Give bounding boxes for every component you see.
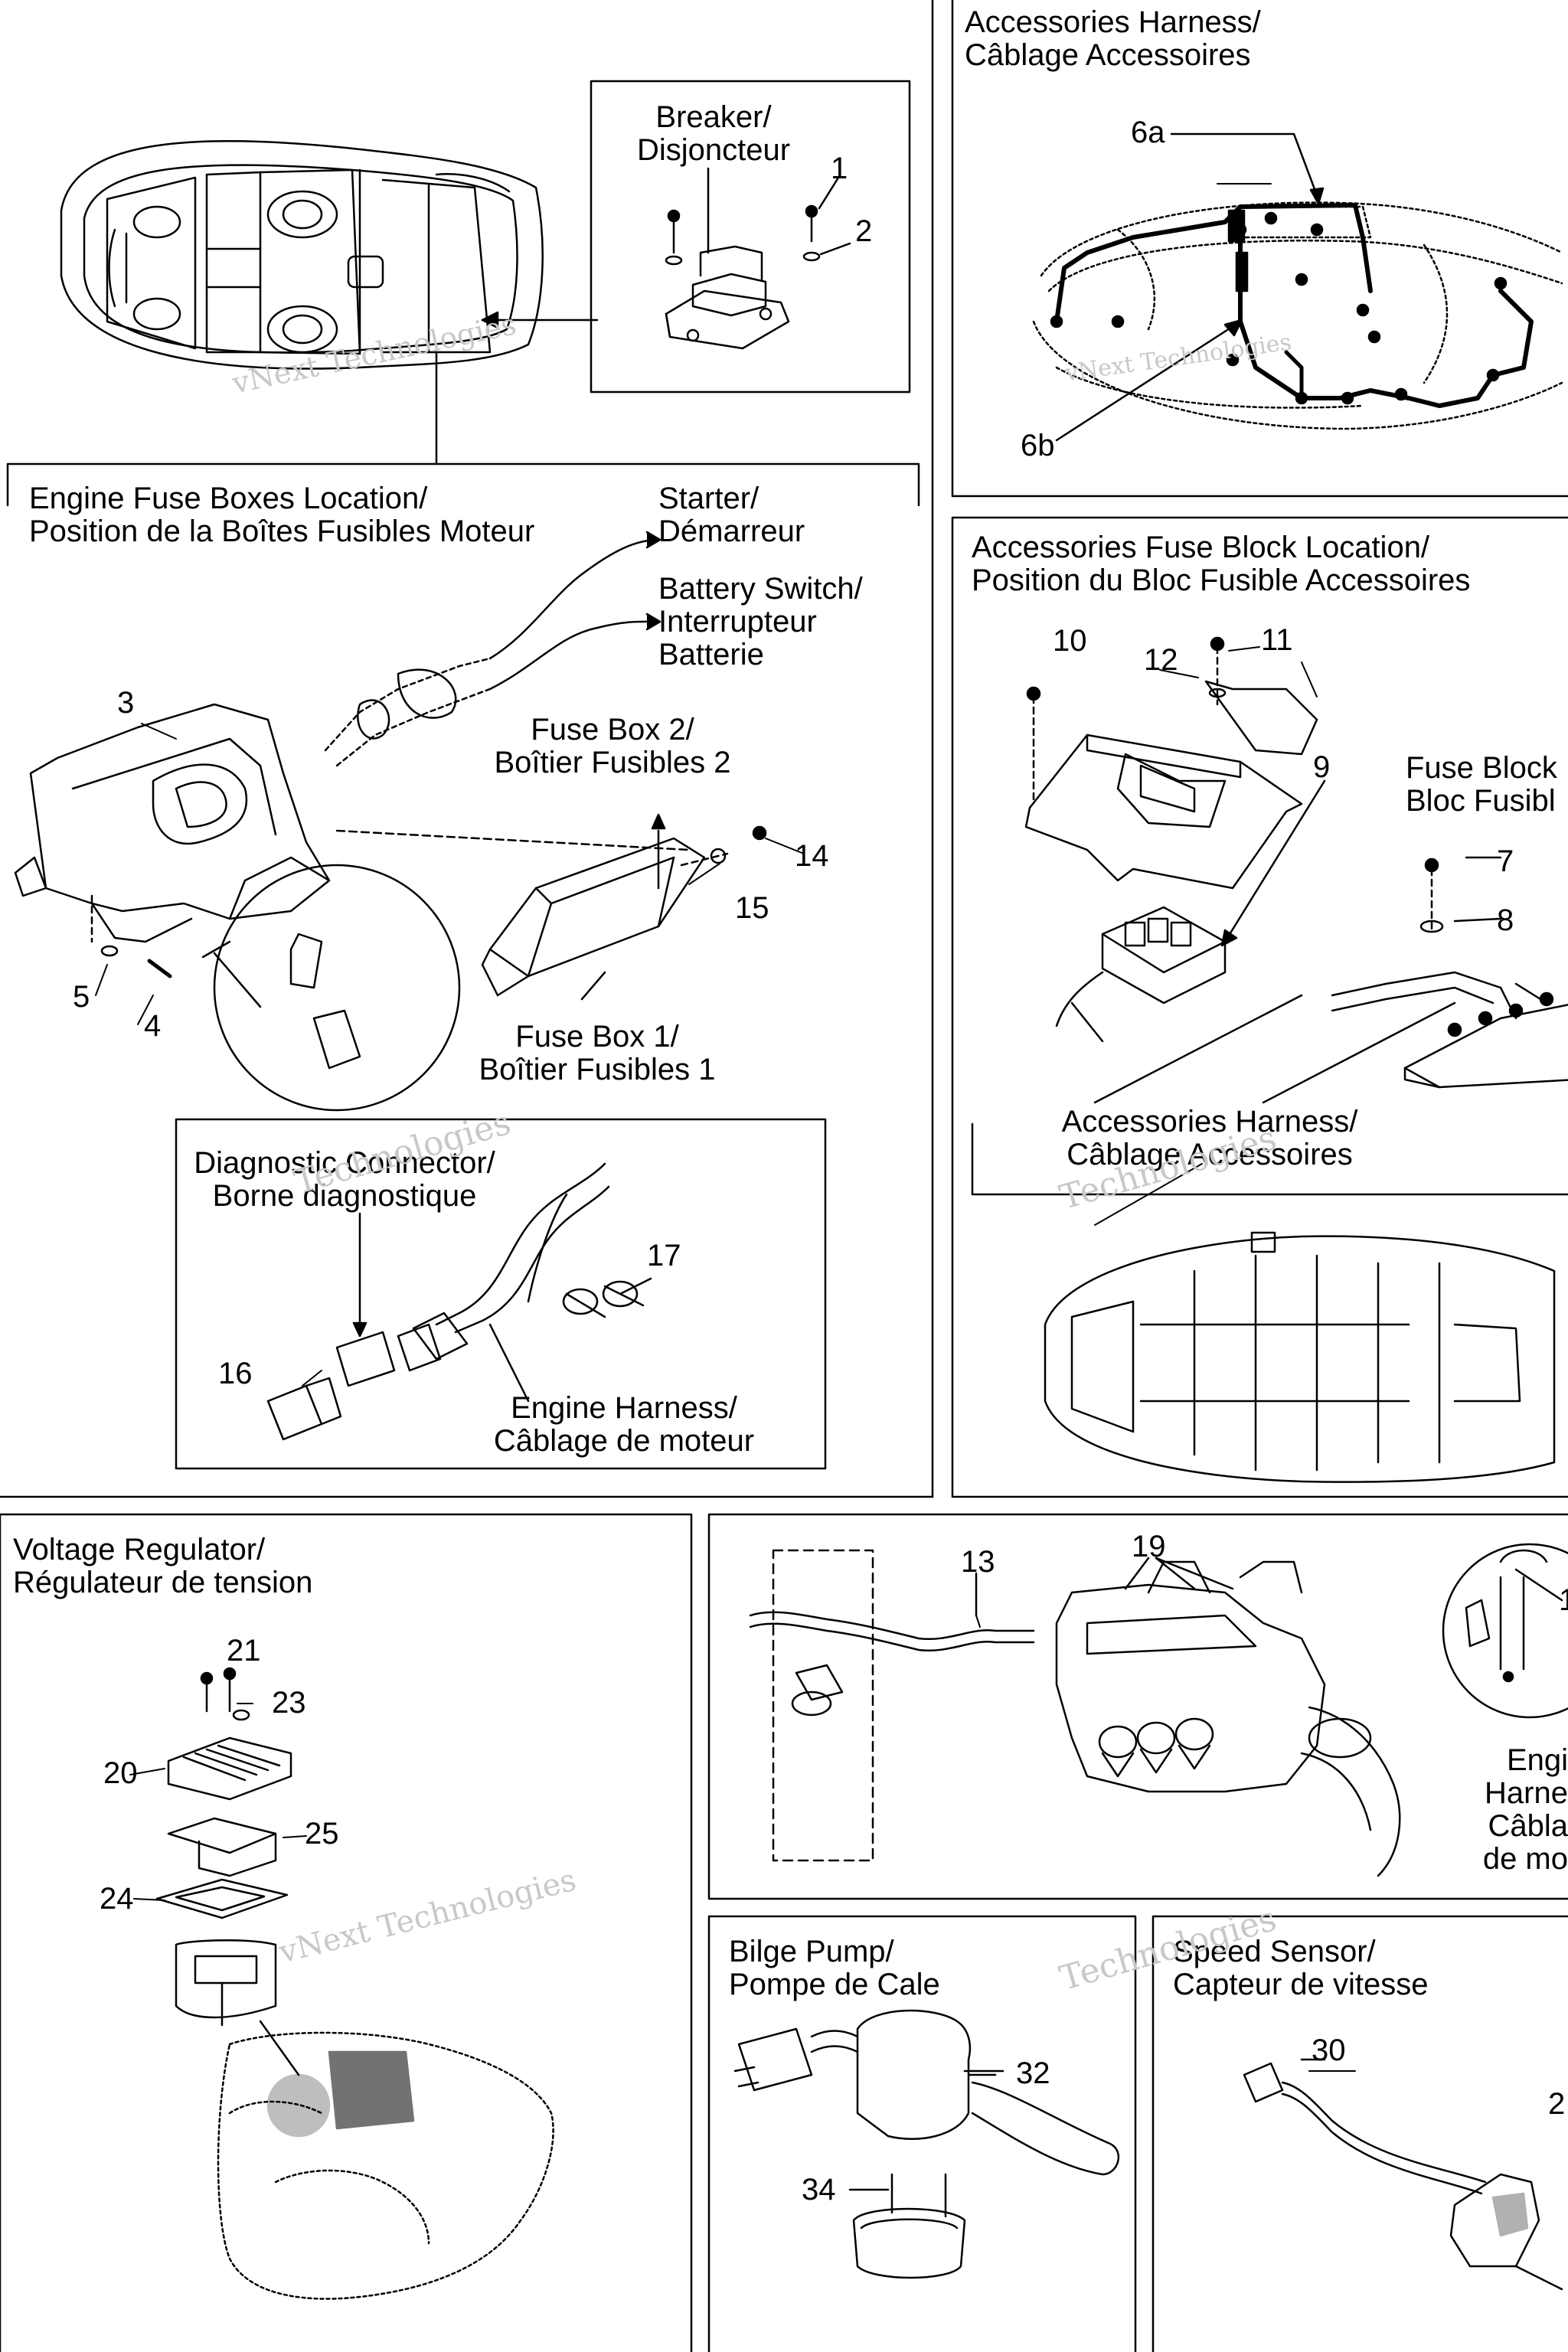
speed-sensor bbox=[1243, 2058, 1563, 2291]
callout-8: 8 bbox=[1497, 903, 1514, 937]
callout-9: 9 bbox=[1313, 750, 1331, 784]
breaker-title-line2: Disjoncteur bbox=[636, 133, 791, 167]
diagnostic-connector bbox=[266, 1162, 652, 1441]
engine-fuse-boxes-title-line1: Engine Fuse Boxes Location/ bbox=[29, 482, 428, 515]
fuse-box-2-line1: Fuse Box 2/ bbox=[531, 713, 694, 746]
voltage-regulator-title-line2: Régulateur de tension bbox=[13, 1566, 313, 1599]
starter-label: Starter/ Démarreur bbox=[658, 482, 805, 548]
leader-lines bbox=[95, 168, 1356, 2072]
callout-19: 19 bbox=[1132, 1530, 1166, 1563]
engine-fuse-boxes bbox=[14, 531, 767, 1112]
callout-11: 11 bbox=[1261, 623, 1293, 657]
callout-14: 14 bbox=[795, 839, 829, 873]
fuse-block-line1: Fuse Block bbox=[1406, 751, 1557, 785]
callout-5: 5 bbox=[73, 980, 90, 1014]
callout-30: 30 bbox=[1312, 2034, 1346, 2067]
accessories-fuse-block-title: Accessories Fuse Block Location/ Positio… bbox=[972, 531, 1470, 597]
callout-12: 12 bbox=[1144, 643, 1178, 677]
speed-sensor-title-line1: Speed Sensor/ bbox=[1173, 1935, 1376, 1968]
callout-32: 32 bbox=[1016, 2056, 1050, 2090]
callout-10: 10 bbox=[1053, 624, 1087, 658]
callout-1-breaker: 1 bbox=[831, 152, 848, 185]
callout-20: 20 bbox=[103, 1756, 138, 1790]
diagnostic-connector-title: Diagnostic Connector/ Borne diagnostique bbox=[184, 1147, 505, 1213]
callout-1-engine: 1 bbox=[1559, 1583, 1568, 1617]
accessories-harness-title-line2: Câblage Accessoires bbox=[965, 38, 1251, 72]
diagnostic-title-line2: Borne diagnostique bbox=[212, 1179, 477, 1213]
engine-harness-right-line4: de mo bbox=[1482, 1842, 1568, 1876]
callout-21: 21 bbox=[227, 1634, 261, 1668]
breaker-title-line1: Breaker/ bbox=[655, 100, 772, 134]
starter-label-line2: Démarreur bbox=[658, 514, 805, 548]
voltage-regulator-title-line1: Voltage Regulator/ bbox=[13, 1533, 266, 1566]
fuse-box-2-line2: Boîtier Fusibles 2 bbox=[494, 746, 731, 779]
fuse-block-label: Fuse Block Bloc Fusibl bbox=[1406, 752, 1557, 818]
callout-7: 7 bbox=[1497, 844, 1514, 878]
callout-6b: 6b bbox=[1021, 429, 1055, 462]
callout-13: 13 bbox=[961, 1545, 995, 1579]
bilge-pump-title-line1: Bilge Pump/ bbox=[729, 1935, 894, 1968]
fuse-box-1-line1: Fuse Box 1/ bbox=[515, 1020, 679, 1054]
breaker-detail bbox=[665, 167, 851, 350]
callout-25: 25 bbox=[305, 1817, 339, 1851]
engine-harness-label: Engine Harness/ Câblage de moteur bbox=[471, 1392, 777, 1458]
engine-harness-line1: Engine Harness/ bbox=[511, 1391, 737, 1425]
accessories-harness bbox=[1032, 132, 1563, 442]
callout-34: 34 bbox=[802, 2173, 836, 2207]
callout-16: 16 bbox=[218, 1357, 253, 1390]
acc-harness-line2: Câblage Accessoires bbox=[1067, 1138, 1353, 1171]
callout-15: 15 bbox=[735, 891, 769, 925]
accessories-harness-title: Accessories Harness/ Câblage Accessoires bbox=[965, 6, 1261, 72]
battery-switch-label-line3: Batterie bbox=[658, 638, 764, 671]
voltage-regulator bbox=[155, 1667, 554, 2300]
callout-17: 17 bbox=[647, 1239, 681, 1272]
fuse-box-1-line2: Boîtier Fusibles 1 bbox=[479, 1053, 716, 1086]
engine-harness-right-label: Engi Harne Câbla de mo bbox=[1468, 1744, 1568, 1876]
engine-harness-line2: Câblage de moteur bbox=[493, 1424, 755, 1458]
callout-6a: 6a bbox=[1131, 116, 1165, 149]
accessories-fuse-block-title-line2: Position du Bloc Fusible Accessoires bbox=[972, 564, 1471, 597]
engine-fuse-boxes-title: Engine Fuse Boxes Location/ Position de … bbox=[29, 482, 534, 548]
accessories-fuse-block bbox=[1024, 636, 1568, 1483]
engine-fuse-boxes-title-line2: Position de la Boîtes Fusibles Moteur bbox=[29, 514, 535, 548]
engine-harness-right-line3: Câbla bbox=[1488, 1809, 1568, 1843]
accessories-harness-fuse-label: Accessories Harness/ Câblage Accessoires bbox=[1041, 1106, 1378, 1171]
battery-switch-label-line1: Battery Switch/ bbox=[658, 572, 863, 606]
acc-harness-line1: Accessories Harness/ bbox=[1061, 1105, 1358, 1138]
breaker-title: Breaker/ Disjoncteur bbox=[622, 101, 805, 167]
accessories-harness-title-line1: Accessories Harness/ bbox=[965, 5, 1261, 39]
callout-4: 4 bbox=[144, 1009, 162, 1043]
callout-3: 3 bbox=[117, 686, 135, 720]
bilge-pump-title: Bilge Pump/ Pompe de Cale bbox=[729, 1936, 940, 2001]
boat-top-view bbox=[60, 139, 599, 466]
diagnostic-title-line1: Diagnostic Connector/ bbox=[194, 1146, 495, 1180]
callout-2-sensor: 2 bbox=[1548, 2087, 1566, 2121]
speed-sensor-title: Speed Sensor/ Capteur de vitesse bbox=[1173, 1936, 1429, 2001]
voltage-regulator-title: Voltage Regulator/ Régulateur de tension bbox=[13, 1534, 312, 1599]
callout-2-breaker: 2 bbox=[855, 214, 873, 248]
speed-sensor-title-line2: Capteur de vitesse bbox=[1173, 1968, 1429, 2001]
engine-harness-right-line2: Harne bbox=[1485, 1776, 1568, 1810]
fuse-box-2-label: Fuse Box 2/ Boîtier Fusibles 2 bbox=[475, 714, 750, 779]
callout-24: 24 bbox=[100, 1882, 134, 1916]
fuse-box-1-label: Fuse Box 1/ Boîtier Fusibles 1 bbox=[459, 1021, 735, 1086]
accessories-fuse-block-title-line1: Accessories Fuse Block Location/ bbox=[972, 531, 1430, 564]
starter-label-line1: Starter/ bbox=[658, 482, 760, 515]
battery-switch-label: Battery Switch/ Interrupteur Batterie bbox=[658, 573, 863, 671]
bilge-pump bbox=[733, 2009, 1119, 2279]
engine-harness-right-line1: Engi bbox=[1506, 1743, 1568, 1777]
callout-23: 23 bbox=[272, 1686, 306, 1720]
battery-switch-label-line2: Interrupteur bbox=[658, 605, 817, 639]
engine-view bbox=[749, 1543, 1568, 1877]
fuse-block-line2: Bloc Fusibl bbox=[1406, 784, 1556, 818]
bilge-pump-title-line2: Pompe de Cale bbox=[729, 1968, 940, 2001]
